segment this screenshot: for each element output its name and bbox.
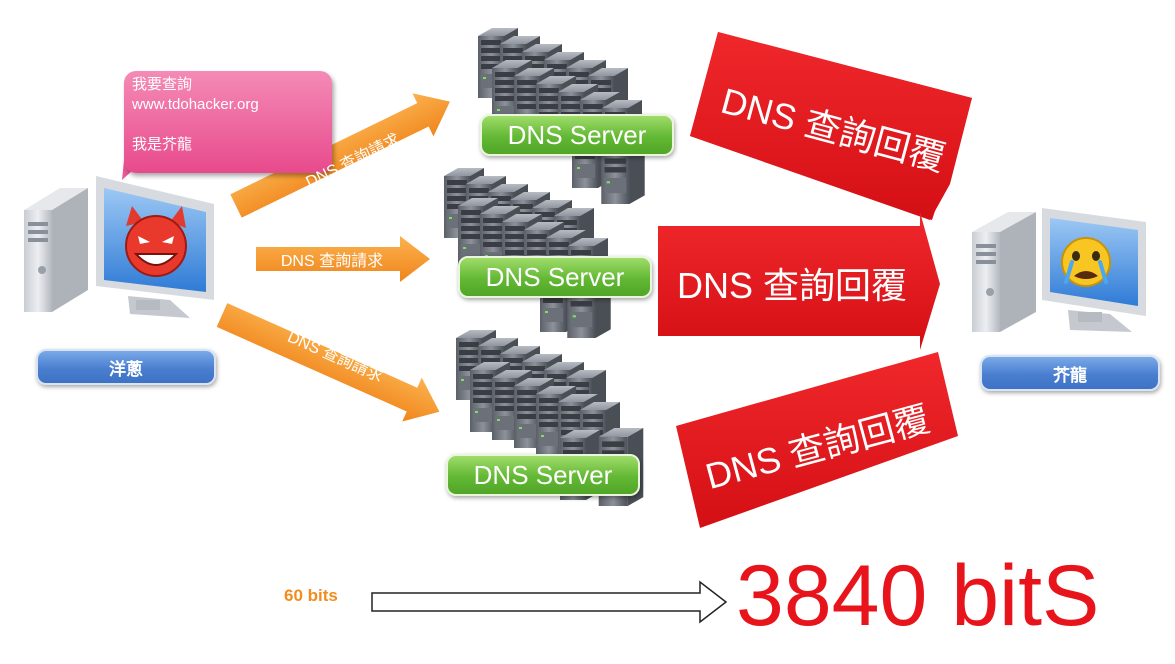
attacker-name: 洋蔥 [109, 359, 143, 379]
speech-bubble: 我要查詢 www.tdohacker.org 我是芥龍 [124, 71, 332, 173]
bubble-line-2: www.tdohacker.org [132, 96, 259, 113]
bubble-line-3: 我是芥龍 [132, 136, 193, 153]
reply-arrow-1 [690, 32, 972, 220]
dns-server-label-1-text: DNS Server [507, 119, 647, 150]
victim-name-label: 芥龍 [980, 355, 1160, 391]
output-bits-label: 3840 bitS [736, 548, 1100, 644]
devil-face-icon [125, 206, 187, 277]
dns-server-label-3-text: DNS Server [473, 459, 613, 490]
bubble-line-1: 我要查詢 [132, 76, 193, 93]
dns-server-label-1: DNS Server [480, 114, 674, 156]
dns-server-label-2-text: DNS Server [485, 261, 625, 292]
request-label-2: DNS 查詢請求 [280, 253, 384, 270]
request-arrow-1 [230, 93, 450, 218]
dns-server-label-2: DNS Server [458, 256, 652, 298]
reply-arrow-2 [658, 212, 940, 350]
reply-label-2: DNS 查詢回覆 [676, 265, 907, 306]
request-arrow-2 [256, 236, 430, 282]
dns-server-label-3: DNS Server [446, 454, 640, 496]
crying-face-icon [1061, 237, 1111, 287]
victim-name: 芥龍 [1053, 365, 1087, 385]
server-cluster-2 [444, 168, 611, 338]
amplification-arrow [371, 580, 728, 624]
attacker-name-label: 洋蔥 [36, 349, 216, 385]
victim-computer [972, 208, 1146, 332]
request-arrow-3 [216, 303, 440, 422]
reply-arrow-3 [676, 352, 958, 528]
input-bits-label: 60 bits [284, 586, 338, 605]
